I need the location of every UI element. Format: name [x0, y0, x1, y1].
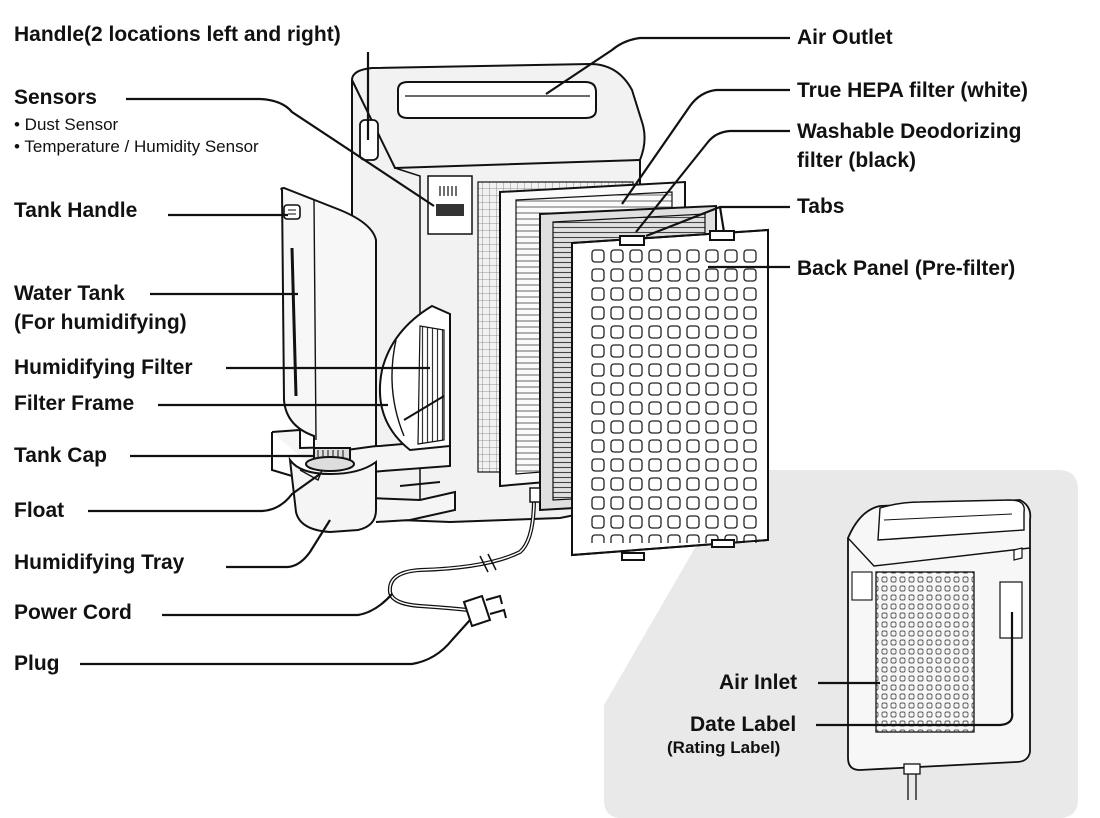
humidifying-filter: [378, 304, 451, 452]
float-tray: [288, 456, 377, 534]
label-filter-frame: Filter Frame: [14, 392, 135, 415]
label-float: Float: [14, 499, 65, 522]
label-deodorizing-filter-color: filter (black): [797, 149, 917, 172]
label-air-inlet: Air Inlet: [719, 671, 798, 694]
label-sensors: Sensors: [14, 86, 97, 109]
back-panel: [571, 228, 769, 561]
label-handle: Handle(2 locations left and right): [14, 23, 341, 46]
label-dust-sensor: • Dust Sensor: [14, 115, 119, 134]
label-power-cord: Power Cord: [14, 601, 132, 624]
label-water-tank-purpose: (For humidifying): [14, 311, 187, 334]
label-deodorizing-filter: Washable Deodorizing: [797, 120, 1022, 143]
plug: [462, 594, 507, 628]
label-tank-handle: Tank Handle: [14, 199, 138, 222]
inset-unit: [847, 499, 1032, 800]
power-cord: [387, 487, 541, 612]
label-hepa-filter: True HEPA filter (white): [797, 79, 1029, 102]
label-tank-cap: Tank Cap: [14, 444, 107, 467]
label-humidifying-tray: Humidifying Tray: [14, 551, 185, 574]
label-air-outlet: Air Outlet: [797, 26, 893, 49]
label-water-tank: Water Tank: [14, 282, 125, 305]
label-back-panel: Back Panel (Pre-filter): [797, 257, 1016, 280]
label-date-label: Date Label: [690, 713, 797, 736]
label-plug: Plug: [14, 652, 60, 675]
leader-lines: [80, 36, 1014, 727]
label-temperature-humidity-sensor: • Temperature / Humidity Sensor: [14, 137, 259, 156]
water-tank: [280, 186, 377, 454]
label-humidifying-filter: Humidifying Filter: [14, 356, 193, 379]
label-tabs: Tabs: [797, 195, 845, 218]
label-rating-label: (Rating Label): [667, 738, 781, 757]
